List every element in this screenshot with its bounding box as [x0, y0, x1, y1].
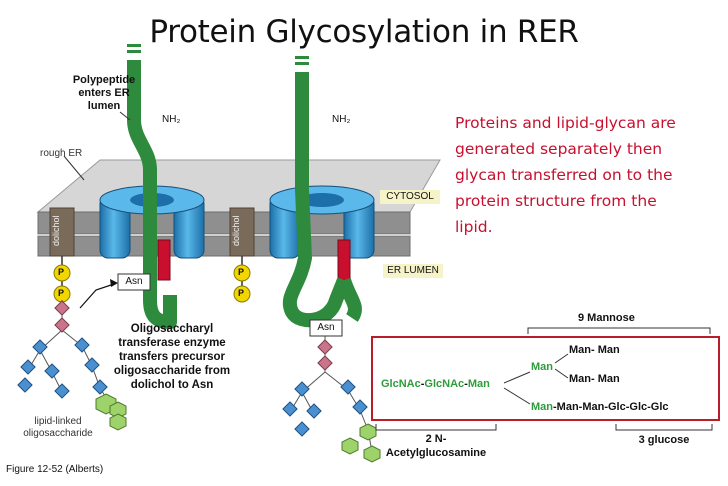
asn-box-right — [309, 319, 343, 337]
polypeptide-leader — [119, 111, 131, 121]
phosphate-label-1: P — [58, 267, 65, 277]
bottom-arm-mannose: Man — [531, 401, 553, 413]
nh2-label-right: NH₂ — [332, 114, 351, 125]
enzyme-caption-line-3: transfers precursor — [118, 351, 226, 363]
enzyme-caption-line-1: Oligosaccharyl — [130, 323, 214, 335]
enzyme-caption-line-4: oligosaccharide from — [113, 365, 231, 377]
nh2-label-left: NH₂ — [162, 114, 181, 125]
polypeptide-label-line-3: lumen — [87, 100, 121, 112]
asn-label-right: Asn — [317, 322, 335, 333]
glcnac-label-line-2: Acetylglucosamine — [385, 447, 487, 459]
lipid-linked-line-2: oligosaccharide — [23, 428, 93, 439]
er-lumen-label: ER LUMEN — [383, 264, 443, 278]
phosphate-label-2: P — [58, 288, 65, 298]
mannose-count-label: 9 Mannose — [578, 312, 635, 324]
bottom-arm-rest: -Man-Man-Glc-Glc-Glc — [553, 401, 669, 413]
phosphate-label-3: P — [238, 267, 245, 277]
phosphate-group-left — [53, 256, 71, 303]
top-arm: Man- Man — [569, 344, 620, 356]
rough-er-label: rough ER — [40, 148, 83, 159]
note-line-1: Proteins and lipid-glycan are — [455, 114, 676, 132]
note-line-2: generated separately then — [455, 140, 663, 158]
middle-arm: Man- Man — [569, 373, 620, 385]
polypeptide-chain-left — [127, 44, 177, 329]
lipid-linked-line-1: lipid-linked — [34, 416, 82, 427]
note-line-5: lipid. — [455, 218, 493, 236]
lipid-linked-label: lipid-linked oligosaccharide — [8, 416, 108, 440]
asn-box-left — [117, 273, 151, 291]
mannose-bracket — [527, 327, 711, 334]
phosphate-group-right — [233, 256, 251, 303]
cytosol-label: CYTOSOL — [380, 190, 440, 204]
glcnac-1: GlcNAc — [381, 378, 421, 390]
branch-mannose: Man — [531, 361, 553, 373]
glycan-base-chain: GlcNAc-GlcNAc-Man — [381, 378, 490, 390]
attached-glycan-tree — [282, 334, 381, 463]
enzyme-caption-line-5: dolichol to Asn — [130, 379, 214, 391]
glcnac-bracket — [375, 424, 497, 431]
glcnac-label-line-1: 2 N- — [425, 433, 447, 445]
translocon-left — [99, 185, 205, 281]
glucose-label: 3 glucose — [638, 434, 690, 446]
asn-label-left: Asn — [125, 276, 143, 287]
rough-er-leader — [63, 155, 85, 181]
enzyme-caption: Oligosaccharyl transferase enzyme transf… — [98, 322, 246, 392]
pointer-arrow — [79, 279, 118, 309]
glycan-structure-box — [371, 336, 720, 421]
bottom-arm: Man-Man-Man-Glc-Glc-Glc — [531, 401, 669, 413]
base-sep-2: - — [464, 378, 468, 390]
lipid-linked-oligosaccharide-tree — [17, 300, 127, 431]
glycan-branch-lines — [503, 353, 569, 405]
enzyme-caption-line-2: transferase enzyme — [118, 337, 226, 349]
base-sep-1: - — [420, 378, 425, 390]
glcnac-label: 2 N- Acetylglucosamine — [376, 432, 496, 460]
polypeptide-label-line-2: enters ER — [78, 87, 130, 99]
note-line-3: glycan transferred on to the — [455, 166, 673, 184]
figure-credit: Figure 12-52 (Alberts) — [6, 464, 104, 475]
dolichol-left — [49, 207, 75, 257]
polypeptide-label-line-1: Polypeptide — [72, 74, 136, 86]
polypeptide-chain-right — [282, 56, 362, 327]
polypeptide-label: Polypeptide enters ER lumen — [62, 74, 146, 113]
page-title: Protein Glycosylation in RER — [149, 14, 579, 50]
explanation-note: Proteins and lipid-glycan are generated … — [455, 110, 720, 240]
phosphate-label-4: P — [238, 288, 245, 298]
glcnac-2: GlcNAc — [424, 378, 465, 390]
base-mannose: Man — [467, 378, 490, 390]
glucose-bracket — [615, 424, 713, 431]
note-line-4: protein structure from the — [455, 192, 657, 210]
dolichol-label-right: dolichol — [231, 215, 241, 246]
dolichol-label-left: dolichol — [51, 215, 61, 246]
